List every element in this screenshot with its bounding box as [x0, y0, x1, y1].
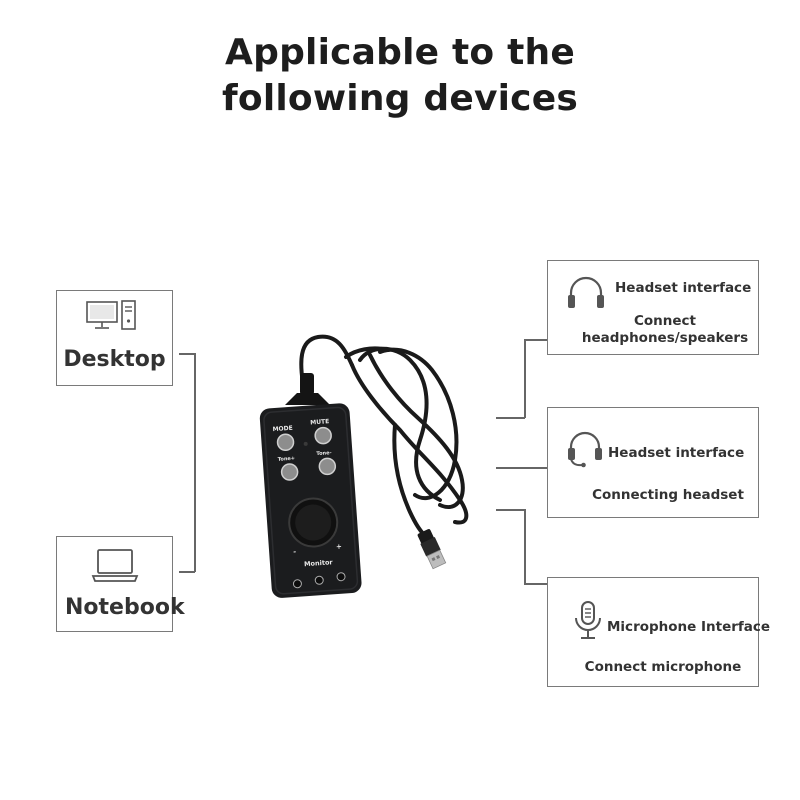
button-label-tone-minus: Tone- [316, 450, 332, 457]
knob-plus-label: + [336, 543, 343, 551]
laptop-icon [91, 549, 139, 582]
connector-left-vertical [194, 353, 196, 572]
device-card-notebook: Notebook [56, 536, 185, 632]
port-card-headphones: Headset interface Connect headphones/spe… [547, 260, 759, 355]
connector-notebook-h [179, 571, 195, 573]
title-line-1: Applicable to the [225, 32, 575, 73]
connector-port2-h [496, 467, 547, 469]
port-desc-3: Connect microphone [584, 659, 742, 675]
port-desc-1: Connect headphones/speakers [581, 313, 749, 346]
knob-minus-label: - [293, 548, 297, 556]
port-title-2: Headset interface [608, 445, 745, 461]
device-card-desktop: Desktop [56, 290, 173, 386]
device-label-desktop: Desktop [63, 347, 166, 372]
title-line-2: following devices [222, 78, 578, 119]
headphones-icon [568, 276, 604, 308]
page-title: Applicable to the following devices [0, 30, 800, 122]
connector-port3-h-top [496, 509, 525, 511]
usb-plug [417, 529, 447, 570]
connector-port3-h-bottom [524, 583, 547, 585]
connector-port1-vertical [524, 339, 526, 418]
connector-port1-h-bottom [496, 417, 525, 419]
button-label-mode: MODE [272, 425, 293, 433]
headset-with-mic-icon [568, 431, 602, 468]
connector-desktop-h [179, 353, 195, 355]
knob-label-monitor: Monitor [304, 558, 334, 568]
port-title-3: Microphone Interface [607, 619, 771, 635]
button-label-mute: MUTE [310, 418, 329, 426]
connector-port3-vertical [524, 509, 526, 584]
device-label-notebook: Notebook [65, 595, 185, 620]
port-desc-2: Connecting headset [592, 487, 744, 503]
port-card-microphone: Microphone Interface Connect microphone [547, 577, 770, 687]
port-card-headset: Headset interface Connecting headset [547, 407, 759, 518]
desktop-computer-icon [86, 300, 136, 330]
port-title-1: Headset interface [615, 280, 752, 296]
connector-port1-h-top [525, 339, 547, 341]
microphone-icon [575, 601, 601, 639]
button-label-tone-plus: Tone+ [278, 456, 296, 463]
